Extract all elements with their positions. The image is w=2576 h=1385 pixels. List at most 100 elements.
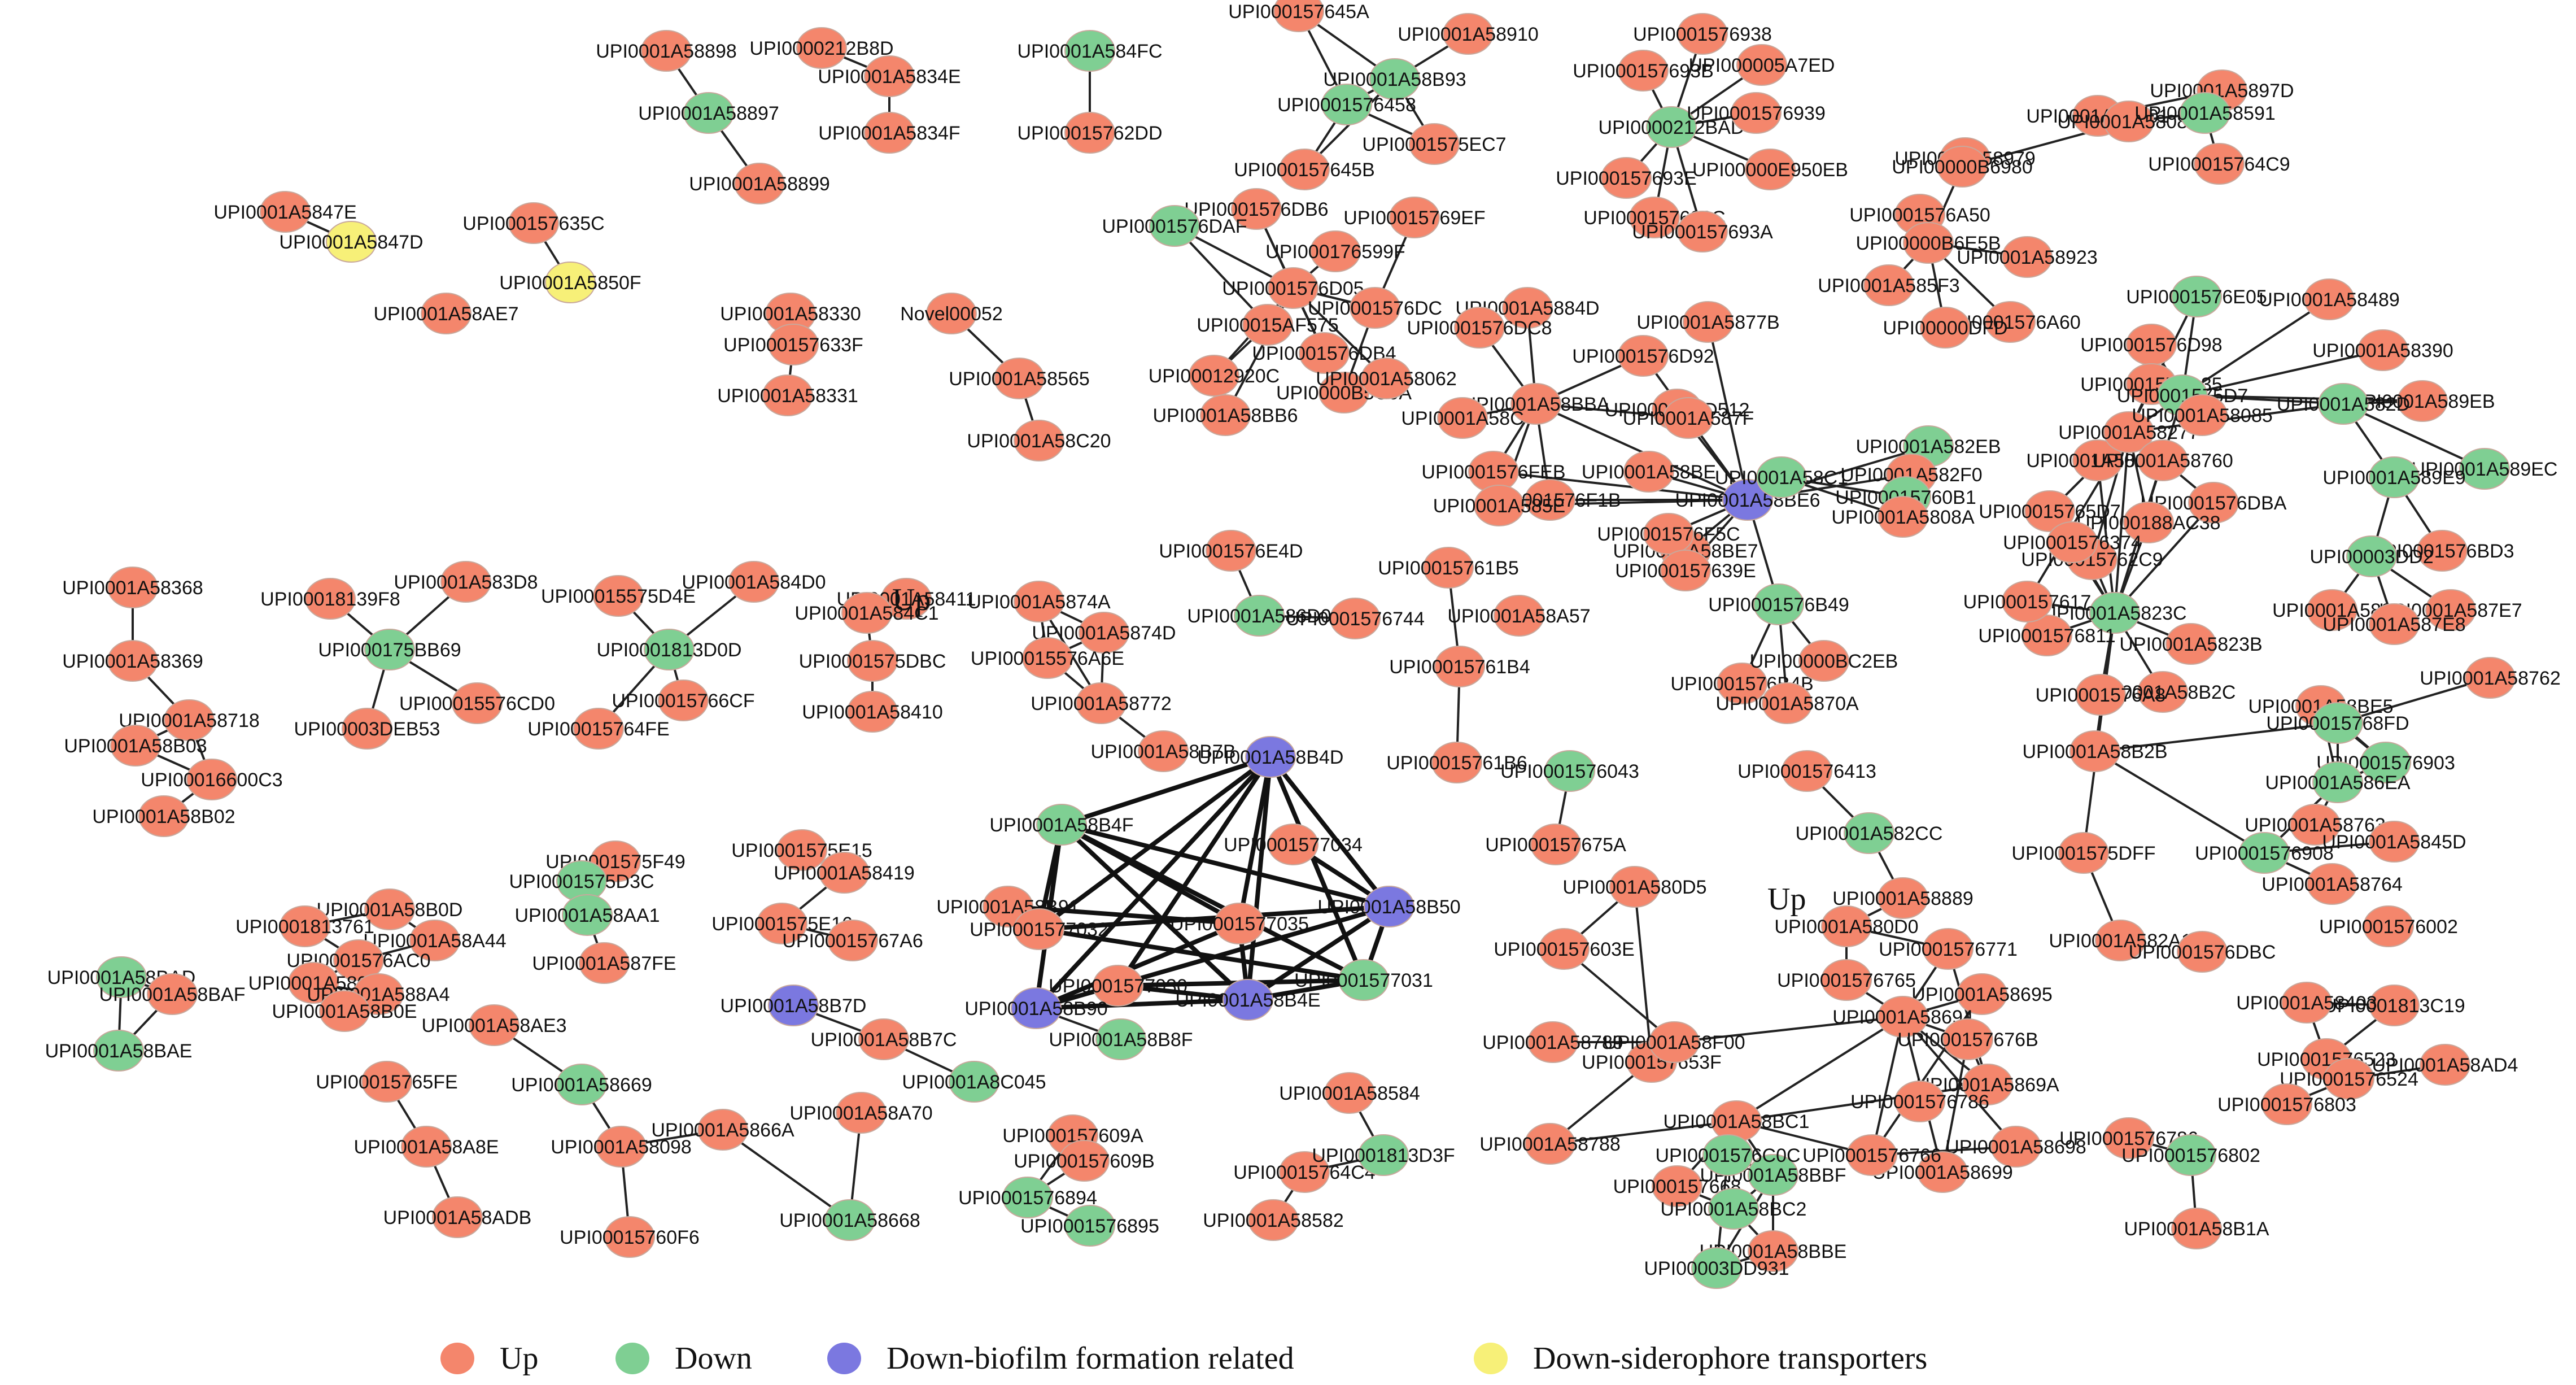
node-UPI0001813D0D[interactable]: UPI0001813D0D [596,629,742,670]
node-marker[interactable] [762,374,813,416]
node-marker[interactable] [1002,1177,1053,1218]
node-marker[interactable] [1652,1165,1702,1207]
node-UPI000157617[interactable]: UPI000157617 [1963,581,2092,622]
node-UPI0001576D92[interactable]: UPI0001576D92 [1572,335,1714,377]
node-marker[interactable] [1643,513,1694,555]
node-marker[interactable] [432,1196,483,1238]
node-marker[interactable] [1338,959,1389,1001]
node-marker[interactable] [1702,1134,1753,1176]
node-UPI0001A58923[interactable]: UPI0001A58923 [1957,236,2098,278]
node-marker[interactable] [734,163,785,204]
node-UPI0001A58B7C[interactable]: UPI0001A58B7C [811,1018,957,1060]
node-marker[interactable] [1206,530,1256,572]
node-UPI00015761B6[interactable]: UPI00015761B6 [1386,742,1527,783]
node-marker[interactable] [1200,394,1251,436]
node-marker[interactable] [1036,804,1087,846]
node-UPI0001A583D8[interactable]: UPI0001A583D8 [394,561,538,603]
node-UPI0001576C0C[interactable]: UPI0001576C0C [1655,1134,1801,1176]
node-UPI0001A58A70[interactable]: UPI0001A58A70 [789,1092,933,1134]
node-marker[interactable] [2171,276,2222,317]
node-marker[interactable] [1539,928,1590,970]
node-UPI0001A58584[interactable]: UPI0001A58584 [1279,1072,1420,1114]
node-UPI0001576DC[interactable]: UPI0001576DC [1308,287,1442,329]
node-UPI000157676B[interactable]: UPI000157676B [1897,1018,2038,1060]
node-UPI0001A58BBE[interactable]: UPI0001A58BBE [1700,1230,1847,1272]
node-marker[interactable] [864,55,915,97]
node-marker[interactable] [2369,985,2420,1026]
node-marker[interactable] [1618,50,1669,92]
node-marker[interactable] [824,1199,875,1241]
node-marker[interactable] [1502,287,1553,329]
node-UPI00015576A6E[interactable]: UPI00015576A6E [971,637,1124,679]
node-UPI0000212B8D[interactable]: UPI0000212B8D [749,27,894,69]
node-marker[interactable] [1076,682,1127,724]
node-marker[interactable] [796,27,847,69]
node-marker[interactable] [2188,482,2239,524]
node-UPI0001A5823B[interactable]: UPI0001A5823B [2119,623,2263,665]
node-UPI0001576524[interactable]: UPI0001576524 [2280,1058,2418,1100]
node-UPI000176599F[interactable]: UPI000176599F [1265,230,1405,272]
node-UPI0001A58B93[interactable]: UPI0001A58B93 [1323,58,1466,100]
node-marker[interactable] [1623,451,1674,493]
node-UPI0001A58390[interactable]: UPI0001A58390 [2312,329,2453,371]
node-marker[interactable] [1011,987,1062,1029]
node-UPI0001A589EB[interactable]: UPI0001A589EB [2350,380,2495,422]
node-UPI0001575E16[interactable]: UPI0001575E16 [711,903,853,944]
node-marker[interactable] [1242,304,1293,346]
node-UPI000157693A[interactable]: UPI000157693A [1632,211,1773,252]
node-marker[interactable] [1917,1151,1968,1193]
node-marker[interactable] [2360,742,2411,783]
node-marker[interactable] [1454,307,1505,349]
node-UPI0001576A8[interactable]: UPI0001576A8 [2036,674,2166,716]
node-marker[interactable] [364,889,415,930]
node-UPI0001A58B03[interactable]: UPI0001A58B03 [64,725,207,766]
node-UPI000157645A[interactable]: UPI000157645A [1228,0,1369,32]
node-UPI0001A8C045[interactable]: UPI0001A8C045 [902,1061,1046,1103]
node-marker[interactable] [1299,332,1350,374]
node-marker[interactable] [1525,479,1575,521]
node-marker[interactable] [1745,149,1796,190]
node-UPI0001576F5C[interactable]: UPI0001576F5C [1597,513,1740,555]
node-marker[interactable] [573,708,624,750]
node-UPI00000B6E5B[interactable]: UPI00000B6E5B [1855,222,2001,264]
node-marker[interactable] [768,985,819,1026]
node-marker[interactable] [2304,278,2355,320]
node-marker[interactable] [1014,908,1064,950]
node-marker[interactable] [827,920,878,961]
node-marker[interactable] [836,1092,887,1134]
node-marker[interactable] [2281,982,2332,1023]
node-UPI0001A5808B[interactable]: UPI0001A5808B [2057,101,2200,142]
node-UPI0001575DBC[interactable]: UPI0001575DBC [799,640,946,682]
node-marker[interactable] [319,990,370,1032]
node-UPI0001A584D0[interactable]: UPI0001A584D0 [682,561,826,603]
node-UPI0001576BD3[interactable]: UPI0001576BD3 [2370,530,2514,572]
node-marker[interactable] [1957,973,2007,1015]
node-marker[interactable] [596,1126,647,1168]
node-UPI0001A58B02[interactable]: UPI0001A58B02 [92,795,235,837]
node-marker[interactable] [2165,1134,2216,1176]
node-UPI0001576B49[interactable]: UPI0001576B49 [1708,583,1849,625]
node-UPI00015575D4E[interactable]: UPI00015575D4E [541,575,696,617]
node-UPI0001A5834E[interactable]: UPI0001A5834E [818,55,961,97]
node-UPI000157603E[interactable]: UPI000157603E [1494,928,1635,970]
node-UPI0001A587F[interactable]: UPI0001A587F [1623,397,1754,439]
node-marker[interactable] [409,920,460,961]
node-UPI0001A5874A[interactable]: UPI0001A5874A [967,581,1111,622]
node-marker[interactable] [1079,612,1129,654]
node-marker[interactable] [1279,1151,1330,1193]
node-UPI0001A58062[interactable]: UPI0001A58062 [1316,358,1457,399]
node-UPI0001A58760[interactable]: UPI0001A58760 [2092,439,2233,481]
node-marker[interactable] [288,962,339,1004]
node-UPI0001576938[interactable]: UPI0001576938 [1633,13,1772,55]
node-marker[interactable] [1248,1199,1299,1241]
node-marker[interactable] [2465,657,2516,699]
node-marker[interactable] [768,324,819,365]
node-marker[interactable] [342,708,392,750]
node-marker[interactable] [556,1064,607,1105]
node-UPI00015764C4[interactable]: UPI00015764C4 [1233,1151,1376,1193]
node-marker[interactable] [452,682,503,724]
node-UPI0001577031[interactable]: UPI0001577031 [1294,959,1433,1001]
node-marker[interactable] [364,629,415,670]
node-marker[interactable] [2137,671,2188,713]
node-UPI0001A58788[interactable]: UPI0001A58788 [1479,1123,1621,1165]
